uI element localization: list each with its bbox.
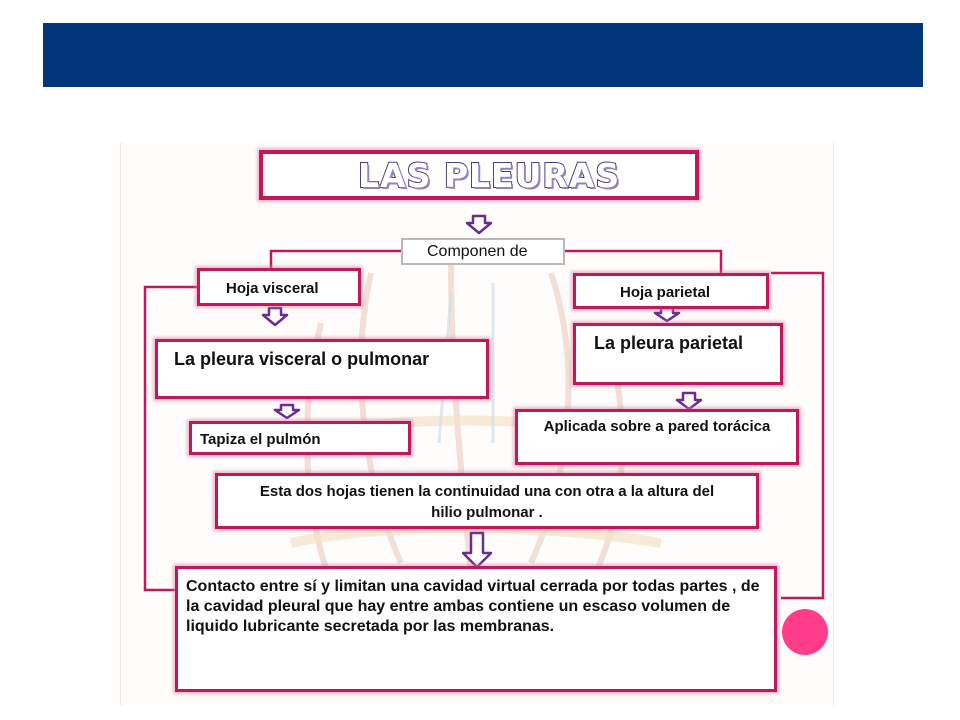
down-arrow: [461, 531, 493, 569]
title-box: LAS PLEURAS: [259, 150, 699, 200]
hoja-parietal-label: Hoja parietal: [620, 284, 711, 301]
hoja-visceral-box: Hoja visceral: [197, 268, 361, 306]
componen-de-label: Componen de: [427, 243, 528, 260]
pleura-visceral-box: La pleura visceral o pulmonar: [155, 339, 489, 399]
down-arrow: [261, 306, 289, 327]
aplicada-box: Aplicada sobre a pared torácica: [515, 409, 799, 465]
aplicada-label: Aplicada sobre a pared torácica: [543, 418, 771, 435]
header-banner: [43, 23, 923, 87]
connector-line: [269, 249, 401, 268]
pink-dot-decoration: [782, 609, 828, 655]
connector-line: [771, 271, 825, 600]
pleura-parietal-label: La pleura parietal: [594, 333, 744, 353]
down-arrow: [653, 306, 681, 323]
down-arrow: [273, 403, 301, 420]
down-arrow: [465, 214, 493, 235]
contacto-box: Contacto entre sí y limitan una cavidad …: [175, 566, 777, 692]
tapiza-box: Tapiza el pulmón: [189, 421, 411, 455]
tapiza-label: Tapiza el pulmón: [200, 431, 321, 448]
pleura-visceral-label: La pleura visceral o pulmonar: [174, 349, 430, 369]
connector-line: [565, 249, 723, 273]
continuidad-box: Esta dos hojas tienen la continuidad una…: [215, 473, 759, 529]
connector-lines: [143, 214, 825, 600]
hoja-visceral-label: Hoja visceral: [226, 280, 319, 297]
diagram-panel: LAS PLEURAS Componen de Hoja visceral Ho…: [120, 143, 834, 705]
hoja-parietal-box: Hoja parietal: [573, 273, 769, 309]
contacto-label: Contacto entre sí y limitan una cavidad …: [186, 578, 760, 635]
connector-line: [143, 285, 197, 592]
pleura-parietal-box: La pleura parietal: [573, 323, 783, 385]
continuidad-label: Esta dos hojas tienen la continuidad una…: [259, 483, 715, 521]
componen-de-box: Componen de: [401, 238, 565, 265]
diagram-title: LAS PLEURAS: [357, 155, 621, 196]
down-arrow: [675, 391, 703, 411]
